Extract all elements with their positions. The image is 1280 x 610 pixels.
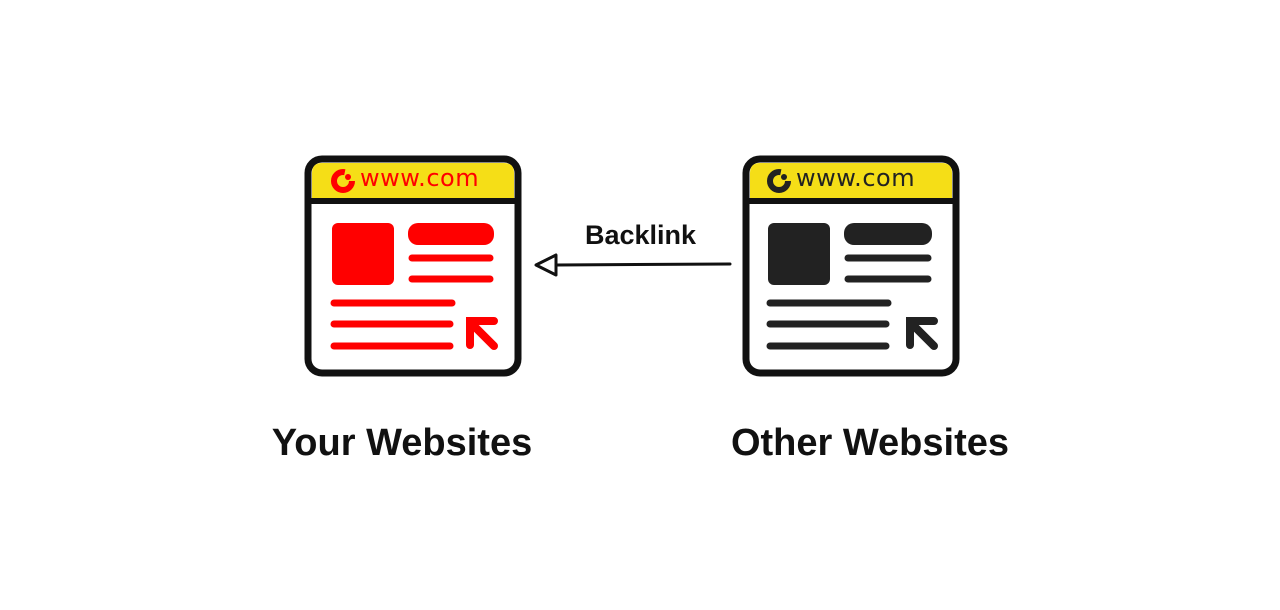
content-text-lines [330,254,494,350]
cursor-arrow-icon [906,317,938,350]
content-headline [408,223,494,245]
content-text-lines [766,254,932,350]
other-site-url: www.com [796,164,916,192]
your-websites-caption: Your Websites [271,422,533,464]
backlink-label: Backlink [585,220,697,250]
your-site-url: www.com [360,164,480,192]
cursor-arrow-icon [466,317,498,350]
content-image-block [332,223,394,285]
content-image-block [768,223,830,285]
site-logo-icon [331,169,355,193]
your-website-window [304,155,522,377]
content-headline [844,223,932,245]
site-logo-icon [767,169,791,193]
backlink-arrow [534,253,732,277]
other-websites-caption: Other Websites [730,422,1010,464]
other-website-window [742,155,960,377]
